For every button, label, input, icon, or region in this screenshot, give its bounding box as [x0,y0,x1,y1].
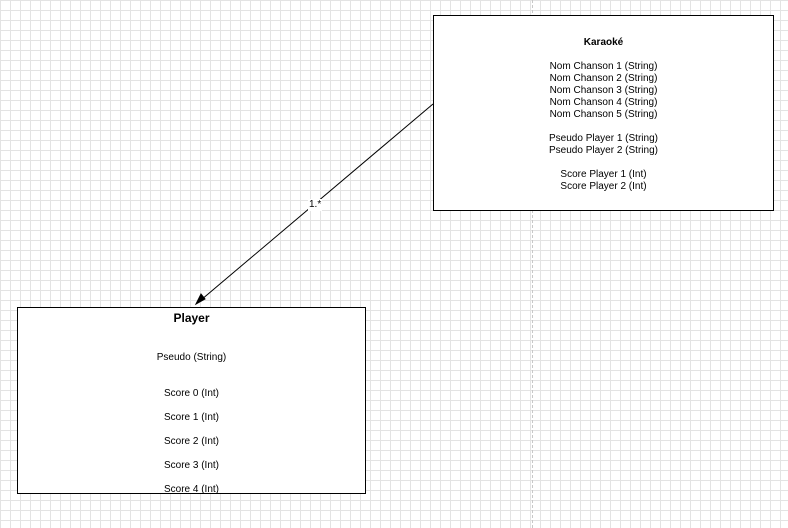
multiplicity-label[interactable]: 1.* [308,199,323,211]
arrowhead-icon [194,293,206,306]
player-score-attribute: Score 0 (Int) [163,388,220,399]
player-score-attribute: Score 4 (Int) [163,484,220,494]
karaoke-song-attribute: Nom Chanson 5 (String) [549,109,658,120]
karaoke-song-attribute: Nom Chanson 1 (String) [549,61,658,72]
karaoke-song-attribute: Nom Chanson 3 (String) [549,85,658,96]
karaoke-song-attribute: Nom Chanson 2 (String) [549,73,658,84]
karaoke-score-attribute: Score Player 1 (Int) [560,169,647,180]
karaoke-score-attribute: Score Player 2 (Int) [560,181,647,192]
player-pseudo-attribute: Pseudo (String) [156,352,227,363]
karaoke-pseudo-attribute: Pseudo Player 1 (String) [549,133,658,144]
karaoke-pseudo-attribute: Pseudo Player 2 (String) [549,145,658,156]
karaoke-class-title: Karaoké [583,37,624,48]
page-break-line [532,0,533,528]
player-score-attribute: Score 2 (Int) [163,436,220,447]
player-score-attribute: Score 3 (Int) [163,460,220,471]
player-class-title: Player [173,311,210,325]
player-score-attribute: Score 1 (Int) [163,412,220,423]
karaoke-class-box[interactable]: Karaoké Nom Chanson 1 (String) Nom Chans… [433,15,774,211]
player-class-box[interactable]: Player Pseudo (String) Score 0 (Int) Sco… [17,307,366,494]
karaoke-song-attribute: Nom Chanson 4 (String) [549,97,658,108]
